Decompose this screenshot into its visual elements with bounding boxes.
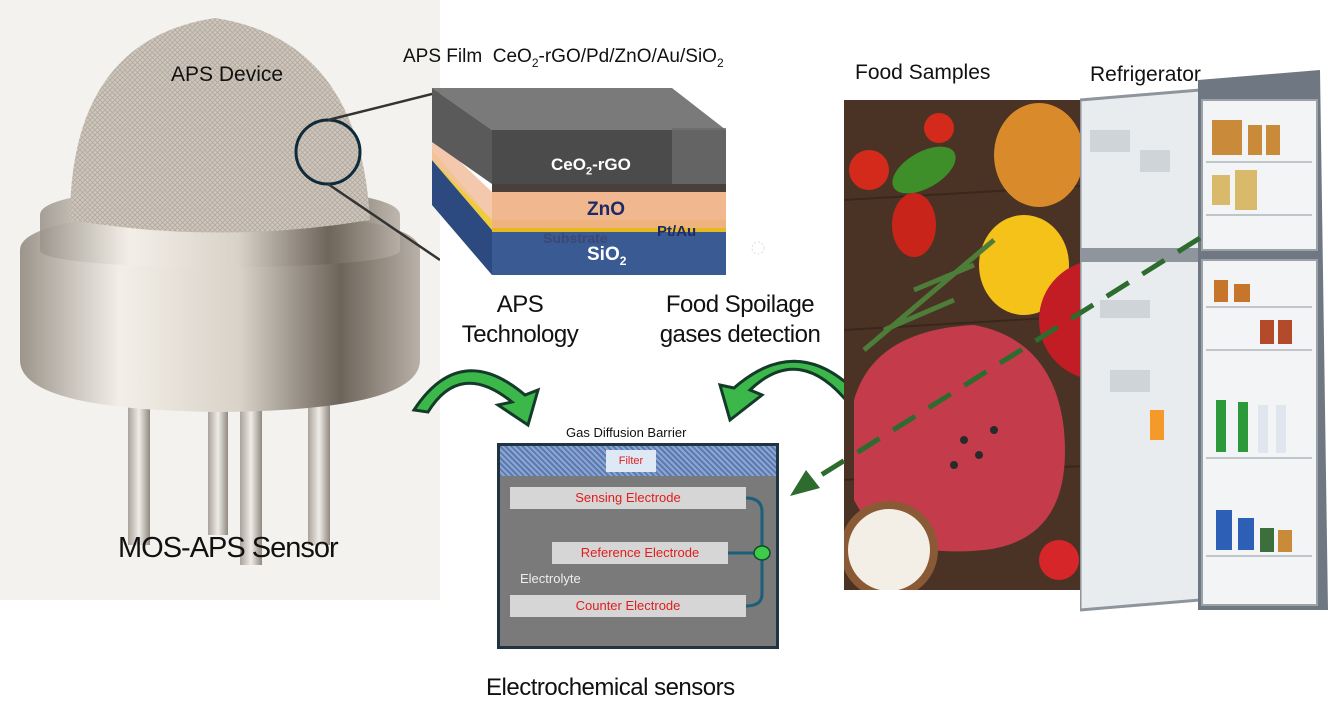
food-samples-label: Food Samples xyxy=(855,61,991,84)
rosemary xyxy=(862,238,996,352)
film-formula-sub2: 2 xyxy=(716,55,724,70)
film-formula-rest: -rGO/Pd/ZnO/Au/SiO xyxy=(538,46,717,67)
curved-arrow-right-icon xyxy=(717,359,865,423)
basil xyxy=(892,146,956,194)
substrate-ghost-label: Substrate xyxy=(543,230,608,246)
faint-signal-icon xyxy=(751,241,765,255)
refrigerator-label: Refrigerator xyxy=(1090,63,1201,86)
electrode-wiring xyxy=(728,496,771,608)
electrochemical-cell: Filter Sensing Electrode Reference Elect… xyxy=(497,443,779,649)
ceo2-rgo-label: CeO2-rGO xyxy=(551,155,631,178)
zno-layer-side xyxy=(432,135,492,220)
mos-aps-sensor-label: MOS-APS Sensor xyxy=(118,532,339,564)
strawberry xyxy=(1039,540,1079,580)
pepper xyxy=(892,193,936,257)
rice-bowl xyxy=(844,501,938,590)
sio2-layer xyxy=(492,230,726,275)
sio2-layer-side xyxy=(432,160,492,275)
counter-electrode: Counter Electrode xyxy=(510,595,746,617)
ceo2-layer-side xyxy=(432,88,492,184)
aps-film-title: APS Film CeO2-rGO/Pd/ZnO/Au/SiO2 xyxy=(403,46,724,70)
sensor-pin xyxy=(240,385,262,565)
steak xyxy=(854,325,1065,552)
arrowhead-icon xyxy=(790,470,820,496)
pt-au-label: Pt/Au xyxy=(657,223,697,240)
electrolyte-label: Electrolyte xyxy=(520,571,581,586)
sensor-pin xyxy=(128,385,150,545)
film-formula-sub: 2 xyxy=(531,55,539,70)
curved-arrow-left-icon xyxy=(411,369,541,428)
ceo2-layer-top xyxy=(432,88,726,130)
film-layer-stack xyxy=(432,88,765,275)
sensing-electrode: Sensing Electrode xyxy=(510,487,746,509)
onion xyxy=(994,103,1084,207)
mos-sensor-image xyxy=(0,0,440,600)
sio2-label: SiO2 xyxy=(587,244,627,268)
zno-layer xyxy=(492,192,726,228)
tomato xyxy=(849,150,889,190)
reference-electrode: Reference Electrode xyxy=(552,542,728,564)
filter-label: Filter xyxy=(606,450,656,472)
gas-flow-dashed-arrow xyxy=(790,235,1202,496)
sensor-pin xyxy=(208,385,228,535)
film-formula-part: CeO xyxy=(492,46,532,67)
tomato xyxy=(924,113,954,143)
zno-label: ZnO xyxy=(587,199,625,220)
gas-diffusion-barrier-label: Gas Diffusion Barrier xyxy=(566,425,687,440)
film-title-prefix: APS Film xyxy=(403,46,483,67)
refrigerator-image xyxy=(1080,70,1328,612)
electrochemical-sensors-caption: Electrochemical sensors xyxy=(486,674,735,701)
lemon xyxy=(979,215,1069,315)
junction-node-icon xyxy=(753,545,771,561)
aps-device-label: APS Device xyxy=(171,63,284,86)
flow-arrows xyxy=(411,359,865,428)
sensor-pin xyxy=(308,385,330,545)
